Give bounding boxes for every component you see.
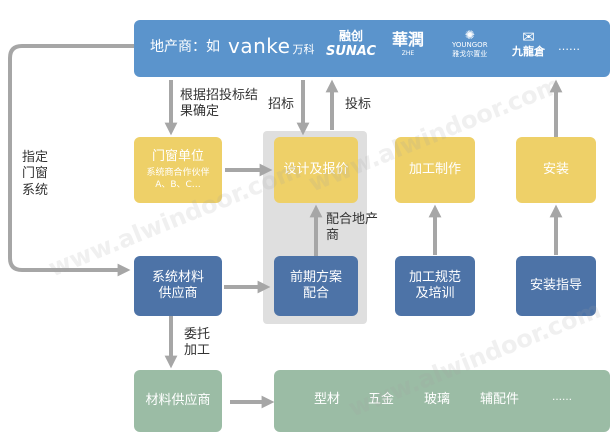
sunac-logo: 融创 SUNAC — [326, 29, 377, 59]
preliminary-plan-box: 前期方案配合 — [274, 256, 358, 316]
invite-bid-label: 招标 — [268, 97, 295, 112]
jiulongcang-logo: ✉ 九龍倉 — [512, 28, 545, 59]
material-hardware: 五金 — [368, 392, 395, 407]
door-window-unit-sub: 系统商合作伙伴A、B、C… — [146, 167, 210, 190]
designated-system-arrow — [8, 44, 134, 277]
material-accessories: 辅配件 — [480, 392, 520, 407]
install-box: 安装 — [516, 137, 596, 203]
install-guide-box: 安装指导 — [516, 256, 596, 316]
material-profile: 型材 — [314, 392, 341, 407]
developer-header: 地产商：如 vanke 万科 融创 SUNAC 華潤 ZHE ✺ YOUNGOR… — [134, 20, 610, 77]
door-window-unit-title: 门窗单位 — [151, 148, 204, 164]
material-ellipsis: …… — [552, 392, 572, 403]
developer-label: 地产商：如 — [150, 39, 220, 55]
huarun-logo: 華潤 ZHE — [392, 30, 425, 57]
designated-system-label: 指定门窗系统 — [22, 150, 49, 198]
cooperate-developer-label: 配合地产商 — [326, 212, 379, 244]
material-glass: 玻璃 — [424, 392, 451, 407]
younger-emblem-icon: ✺ — [464, 28, 475, 42]
door-window-unit-box: 门窗单位 系统商合作伙伴A、B、C… — [134, 137, 222, 203]
header-ellipsis: …… — [558, 40, 580, 53]
system-material-supplier-box: 系统材料供应商 — [134, 256, 222, 316]
submit-bid-label: 投标 — [345, 97, 372, 112]
processing-box: 加工制作 — [395, 137, 475, 203]
bidding-result-label: 根据招投标结果确定 — [180, 88, 259, 120]
design-quote-box: 设计及报价 — [274, 137, 358, 203]
processing-training-box: 加工规范及培训 — [395, 256, 475, 316]
younger-logo: ✺ YOUNGOR 雅戈尔置业 — [452, 28, 488, 58]
envelope-icon: ✉ — [522, 28, 535, 46]
material-supplier-box: 材料供应商 — [134, 370, 222, 432]
entrust-processing-label: 委托加工 — [184, 327, 211, 359]
vanke-logo: vanke 万科 — [228, 34, 315, 58]
materials-list-box: 型材 五金 玻璃 辅配件 …… — [274, 370, 610, 432]
